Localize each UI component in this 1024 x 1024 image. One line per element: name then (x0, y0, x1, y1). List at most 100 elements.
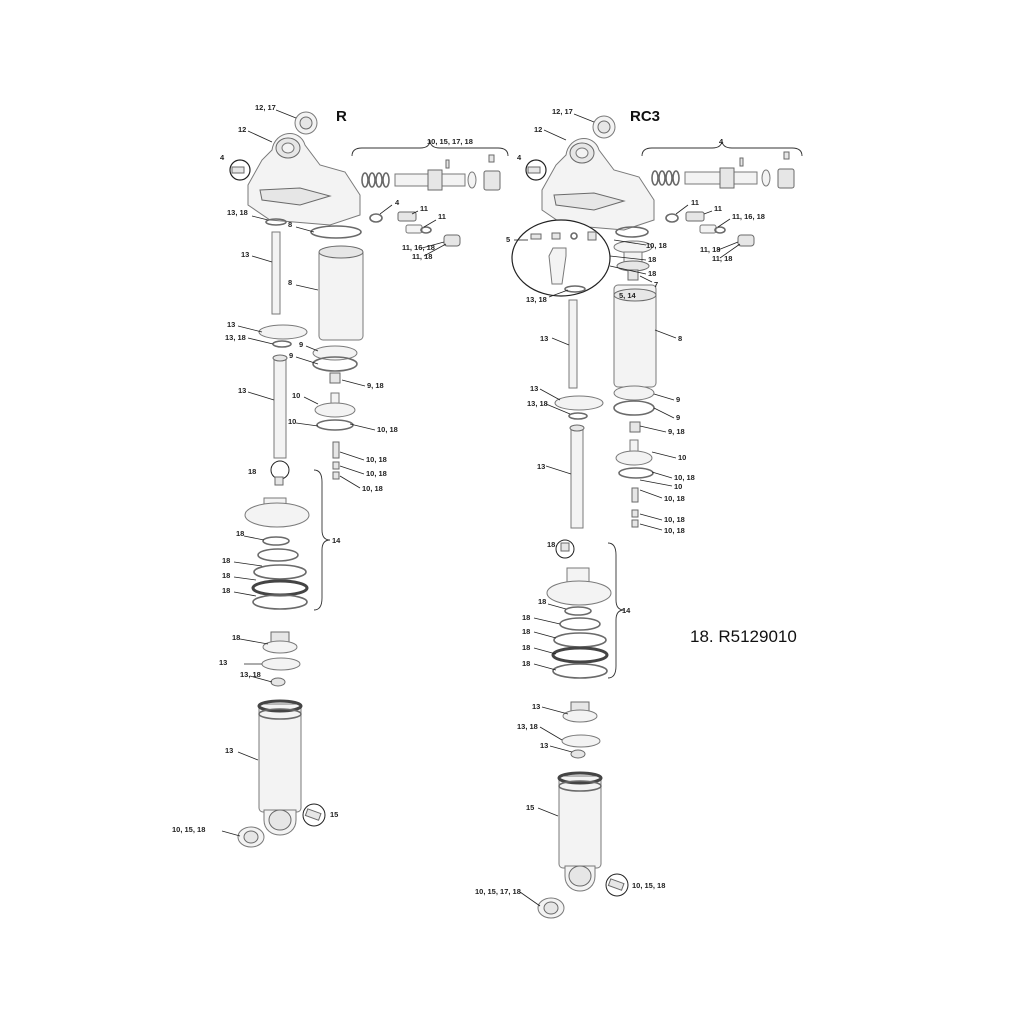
labels: 12, 17 12 4 5 10, 18 18 18 7 13, 18 5, 1… (475, 107, 765, 896)
part-label: 11, 18 (700, 245, 720, 254)
labels: 12, 17 12 4 13, 18 8 13 8 13 13, 18 9 9 … (172, 103, 473, 834)
detail-circle (511, 219, 611, 297)
part-label: 10, 18 (646, 241, 667, 250)
part-label: 4 (517, 153, 522, 162)
bottom-nut (261, 631, 301, 687)
brace-valve (641, 139, 803, 157)
part-label: 12, 17 (552, 107, 573, 116)
small-parts-11 (665, 211, 755, 247)
part-label: 9, 18 (668, 427, 685, 436)
part-label: 18 (248, 467, 256, 476)
part-label: 11 (420, 204, 428, 213)
part-label: 18 (232, 633, 240, 642)
part-label: 18 (648, 269, 656, 278)
part-label: 10 (674, 482, 682, 491)
part-label: 13 (241, 250, 249, 259)
main-body (247, 133, 361, 226)
part-label: 13, 18 (227, 208, 248, 217)
adjuster-stack (613, 226, 653, 281)
part-label: 10, 15, 18 (172, 825, 205, 834)
part-label: 15 (330, 810, 338, 819)
brace-valve (351, 139, 509, 157)
part-label: 11, 18 (412, 252, 432, 261)
part-label: 18 (522, 627, 530, 636)
part-label: 9 (676, 413, 680, 422)
shaft-and-can (258, 218, 364, 480)
part-label: 13, 18 (527, 399, 548, 408)
part-label: 4 (395, 198, 400, 207)
part-label: 9 (289, 351, 293, 360)
part-label: 11, 16, 18 (732, 212, 765, 221)
main-body (541, 138, 655, 231)
variant-rc3: RC3 (475, 107, 803, 919)
part-label: 10, 15, 18 (632, 881, 665, 890)
part-label: 18 (547, 540, 555, 549)
part-label: 5, 14 (619, 291, 637, 300)
part-label: 10, 18 (377, 425, 398, 434)
bushing-top (294, 111, 318, 135)
part-label: 4 (220, 153, 225, 162)
part-label: 9, 18 (367, 381, 384, 390)
part-label: 13 (227, 320, 235, 329)
part-label: 14 (622, 606, 631, 615)
part-label: 13 (238, 386, 246, 395)
damper-body (537, 771, 629, 919)
part-label: 11, 16, 18 (402, 243, 435, 252)
part-label: 12, 17 (255, 103, 276, 112)
leaders (221, 109, 447, 837)
bushing-top (592, 115, 616, 139)
valve-assembly (361, 154, 501, 191)
variant-title: RC3 (630, 108, 660, 125)
part-label: 8 (288, 278, 292, 287)
part-label: 18 (522, 613, 530, 622)
part-label: 13 (225, 746, 233, 755)
part-number-caption: 18. R5129010 (690, 627, 797, 646)
part-label: 13 (537, 462, 545, 471)
part-label: 18 (236, 529, 244, 538)
part-label: 11 (714, 204, 722, 213)
part-label: 10, 18 (362, 484, 383, 493)
part-label: 10, 18 (664, 494, 685, 503)
part-label: 8 (288, 220, 292, 229)
part-label: 10, 18 (664, 526, 685, 535)
bolt-circled (229, 159, 251, 181)
part-label: 10, 15, 17, 18 (475, 887, 521, 896)
part-label: 11 (691, 198, 699, 207)
leaders (514, 113, 741, 907)
part-label: 10, 18 (366, 455, 387, 464)
damper-body (237, 699, 326, 848)
part-label: 18 (222, 556, 230, 565)
shaft-and-can (554, 284, 657, 559)
part-label: 13, 18 (526, 295, 547, 304)
variant-r: R (172, 103, 509, 848)
seal-kit (546, 542, 612, 679)
bottom-nut (561, 701, 601, 759)
part-label: 13 (532, 702, 540, 711)
part-label: 12 (238, 125, 246, 134)
bolt-circled (525, 159, 547, 181)
part-label: 18 (538, 597, 546, 606)
valve-assembly (651, 151, 795, 189)
part-label: 10, 18 (674, 473, 695, 482)
part-label: 10, 18 (664, 515, 685, 524)
brace-seal-kit (607, 542, 625, 679)
part-label: 13 (540, 334, 548, 343)
part-label: 13 (219, 658, 227, 667)
part-label: 10 (292, 391, 300, 400)
piston-stack (613, 385, 655, 528)
part-label: 10 (678, 453, 686, 462)
part-label: 10, 15, 17, 18 (427, 137, 473, 146)
part-label: 7 (654, 280, 658, 289)
part-label: 14 (332, 536, 341, 545)
piston-stack (312, 345, 358, 480)
small-parts-11 (369, 211, 461, 247)
part-label: 11 (438, 212, 446, 221)
part-label: 13 (530, 384, 538, 393)
part-label: 15 (526, 803, 534, 812)
variant-title: R (336, 108, 347, 125)
part-label: 18 (522, 659, 530, 668)
brace-seal-kit (313, 469, 331, 611)
part-label: 18 (222, 571, 230, 580)
part-label: 13, 18 (517, 722, 538, 731)
